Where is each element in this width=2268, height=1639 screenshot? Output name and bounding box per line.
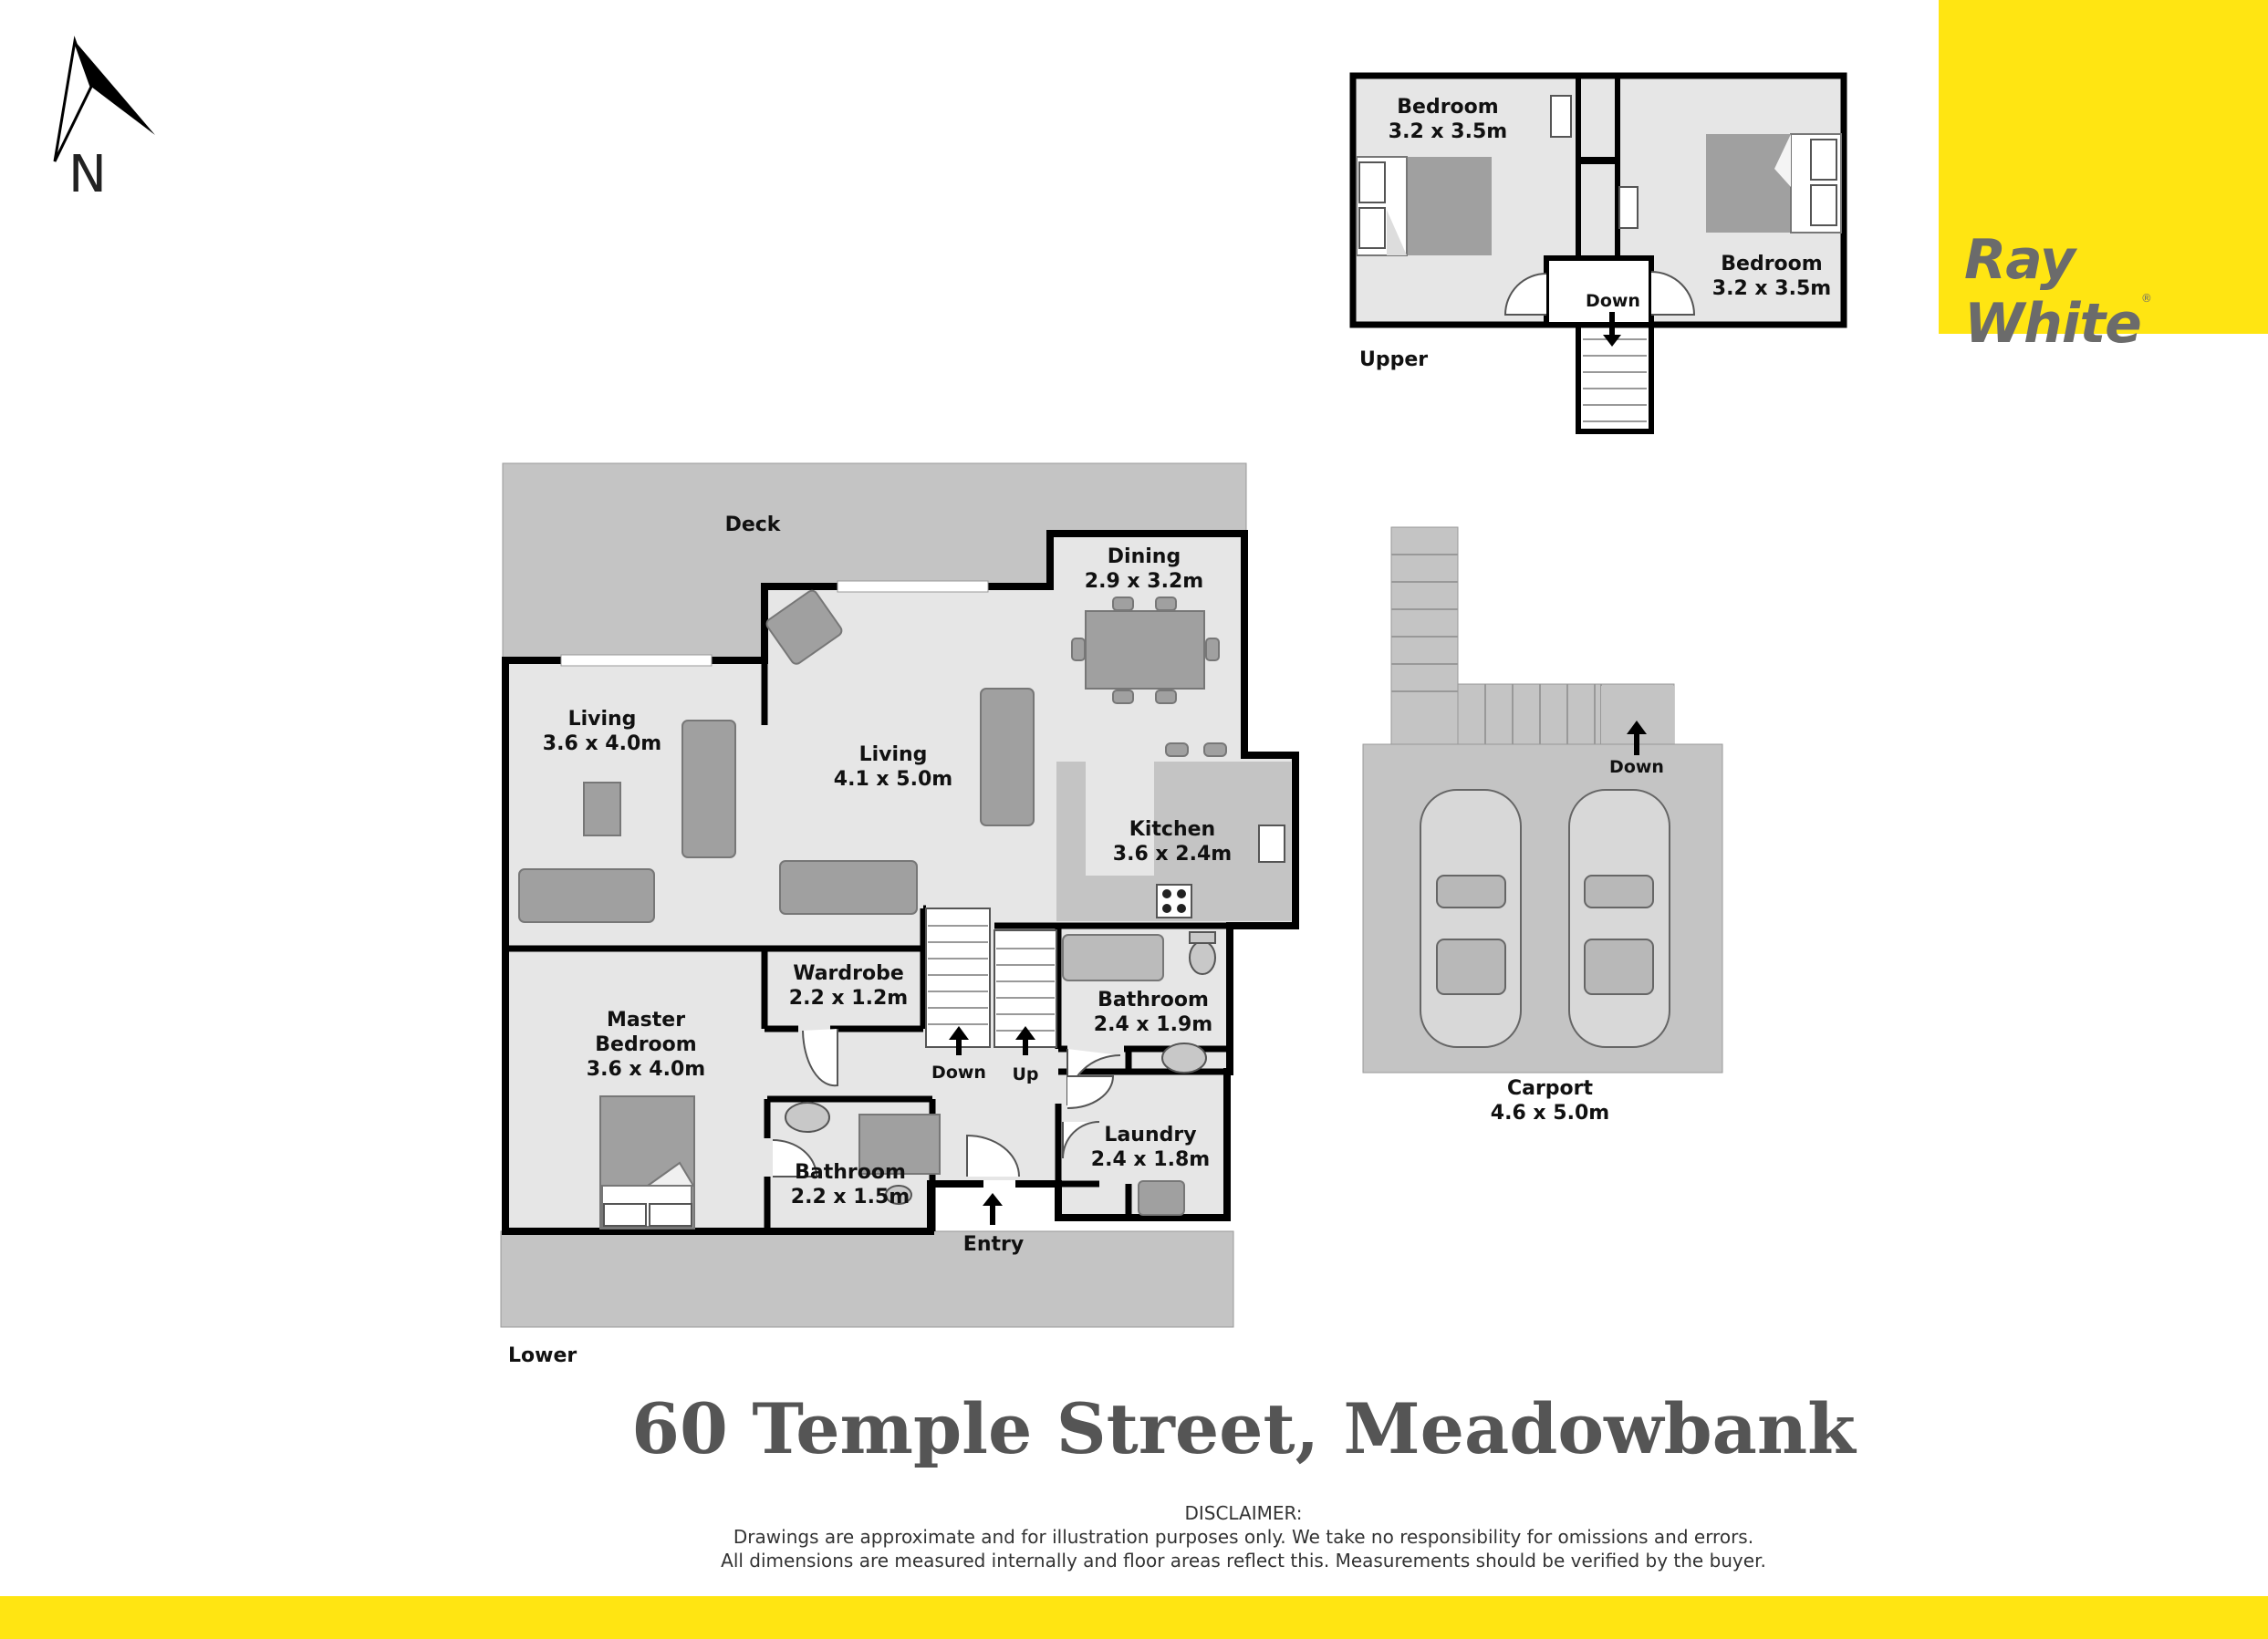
master-bedroom-size: 3.6 x 4.0m [587, 1058, 705, 1081]
upper-level-label: Upper [1359, 348, 1428, 371]
kitchen-name: Kitchen [1129, 818, 1215, 841]
bed-icon [1356, 156, 1492, 256]
carport-plan [1362, 526, 1723, 1074]
arrow-down-icon [1603, 312, 1621, 347]
property-address: 60 Temple Street, Meadowbank [631, 1388, 1856, 1469]
brand-panel [1939, 0, 2268, 334]
wardrobe-name: Wardrobe [793, 962, 904, 985]
brand-name: Ray White [1964, 228, 2142, 356]
living-left-name: Living [568, 708, 637, 731]
disclaimer-line-2: All dimensions are measured internally a… [721, 1550, 1766, 1572]
kitchen-size: 3.6 x 2.4m [1113, 843, 1232, 866]
upper-stairs-label: Down [1586, 291, 1640, 311]
living-main-size: 4.1 x 5.0m [834, 768, 952, 791]
car-icon [1568, 789, 1670, 1048]
lower-level-label: Lower [508, 1344, 577, 1367]
disclaimer-line-1: Drawings are approximate and for illustr… [733, 1526, 1754, 1548]
upper-bedroom-right-size: 3.2 x 3.5m [1712, 277, 1831, 300]
bed-icon [1706, 133, 1842, 233]
north-arrow-icon [53, 36, 155, 162]
brand-logo: Ray White® [1964, 228, 2268, 356]
car-icon [1420, 789, 1522, 1048]
upper-bedroom-left-size: 3.2 x 3.5m [1389, 120, 1507, 143]
registered-icon: ® [2140, 292, 2152, 305]
upper-level-plan [1349, 72, 1847, 434]
carport-name: Carport [1507, 1077, 1594, 1100]
dining-name: Dining [1108, 545, 1181, 568]
upper-bedroom-left-name: Bedroom [1397, 96, 1498, 119]
bottom-accent-bar [0, 1596, 2268, 1639]
master-bedroom-name-2: Bedroom [595, 1033, 696, 1056]
upper-bedroom-right-name: Bedroom [1721, 253, 1822, 275]
living-main-name: Living [859, 743, 928, 766]
deck-label: Deck [725, 513, 782, 536]
stairs-down-label: Down [931, 1063, 986, 1083]
disclaimer-heading: DISCLAIMER: [1184, 1502, 1303, 1524]
master-bedroom-name-1: Master [607, 1009, 685, 1032]
carport-stairs-label: Down [1609, 757, 1664, 777]
bathroom-lower-size: 2.2 x 1.5m [791, 1186, 910, 1209]
stairs-up-label: Up [1012, 1064, 1038, 1084]
entry-label: Entry [963, 1233, 1024, 1256]
dining-size: 2.9 x 3.2m [1085, 570, 1203, 593]
laundry-size: 2.4 x 1.8m [1091, 1148, 1210, 1171]
living-left-size: 3.6 x 4.0m [543, 732, 661, 755]
laundry-name: Laundry [1104, 1124, 1196, 1146]
north-label: N [68, 145, 107, 204]
arrow-up-icon [1627, 721, 1647, 755]
bathroom-upper-name: Bathroom [1098, 989, 1209, 1011]
lower-level-plan [500, 462, 1299, 1328]
bathroom-lower-name: Bathroom [795, 1161, 906, 1184]
wardrobe-size: 2.2 x 1.2m [789, 987, 908, 1010]
bathroom-upper-size: 2.4 x 1.9m [1094, 1013, 1212, 1036]
carport-size: 4.6 x 5.0m [1491, 1102, 1609, 1125]
